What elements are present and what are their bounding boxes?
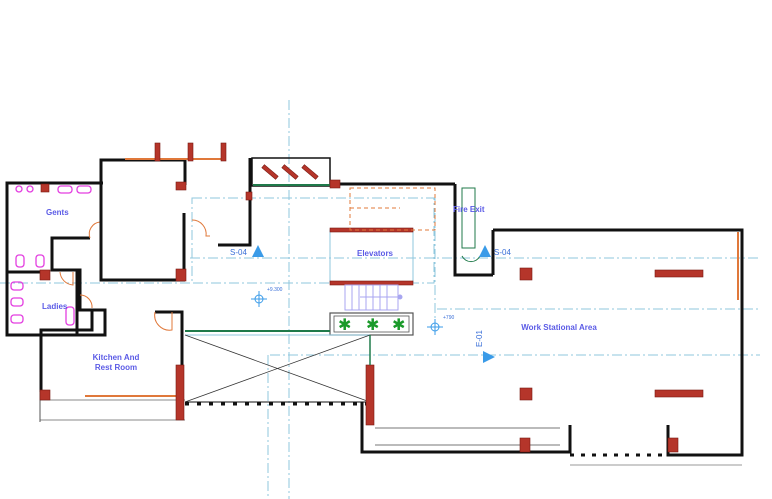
svg-text:E-01: E-01 <box>475 330 484 347</box>
grid-axes <box>0 100 760 499</box>
room-label-kitchen-line2: Rest Room <box>95 363 137 372</box>
room-label-ladies: Ladies <box>42 302 68 311</box>
plant-icon: ✱ <box>338 315 351 334</box>
level-marker-1: +9.300 <box>251 287 283 307</box>
svg-text:+9.300: +9.300 <box>267 287 283 293</box>
room-label-fire-exit: Fire Exit <box>453 205 485 214</box>
room-label-work-area: Work Stational Area <box>521 323 597 332</box>
office-room <box>99 142 253 282</box>
section-marker-right: S-04 <box>479 245 511 257</box>
svg-text:S-04: S-04 <box>230 248 247 257</box>
svg-text:+790: +790 <box>443 315 454 321</box>
shaft-room <box>251 157 455 189</box>
elevation-marker: E-01 <box>475 330 495 363</box>
toilet-block <box>5 181 107 337</box>
fire-exit-stair <box>453 184 493 277</box>
svg-text:S-04: S-04 <box>494 248 511 257</box>
work-area <box>360 228 744 466</box>
level-marker-2: +790 <box>427 315 454 335</box>
stair-and-planter: ✱ ✱ ✱ <box>329 284 414 336</box>
room-label-gents: Gents <box>46 208 69 217</box>
double-height-void <box>184 330 375 426</box>
elevator-core <box>329 187 436 286</box>
plant-icon: ✱ <box>392 315 405 334</box>
section-marker-left: S-04 <box>230 245 264 257</box>
room-label-elevators: Elevators <box>357 249 394 258</box>
kitchen-room <box>39 310 185 422</box>
plant-icon: ✱ <box>366 315 379 334</box>
room-label-kitchen-line1: Kitchen And <box>93 353 140 362</box>
